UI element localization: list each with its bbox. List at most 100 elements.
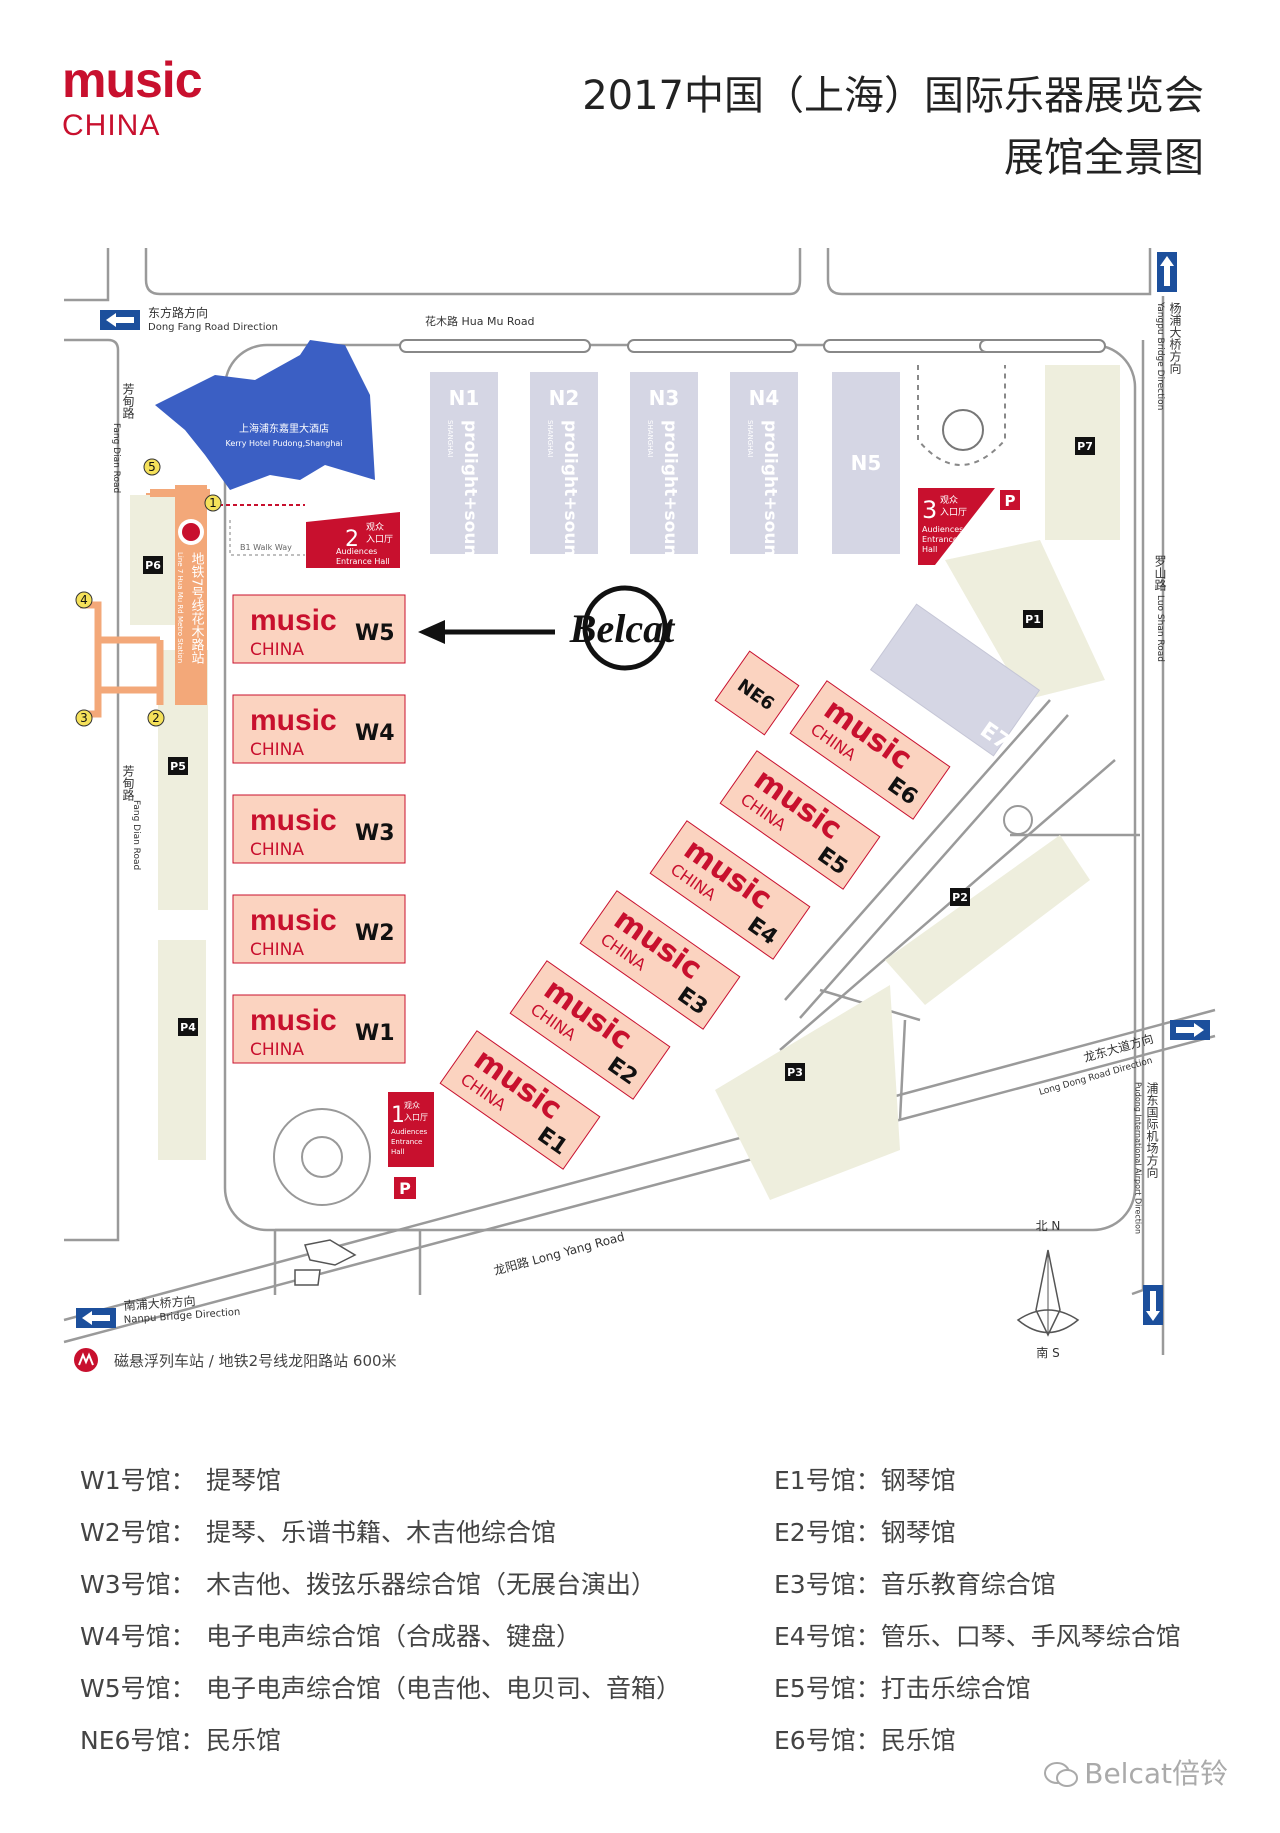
- hall-n3-label: N3: [649, 386, 680, 410]
- road-yangpu-en: Yangpu Bridge Direction: [1155, 301, 1165, 410]
- legend-desc: 提琴馆: [206, 1466, 282, 1495]
- legend-desc: ：民乐馆: [855, 1726, 956, 1755]
- compass-south: 南 S: [1036, 1345, 1059, 1360]
- svg-text:Audiences: Audiences: [336, 547, 377, 556]
- plaza-circle: [942, 409, 984, 451]
- hall-w3-label: W3: [355, 821, 395, 846]
- metro-label-en: Line 7 Hua Mu Rd Metro Station: [176, 552, 184, 663]
- legend-desc: ：打击乐综合馆: [855, 1674, 1031, 1703]
- road-huamu: 花木路 Hua Mu Road: [425, 315, 535, 328]
- legend-hall: E4号馆: [774, 1622, 856, 1651]
- hall-n5-label: N5: [851, 451, 882, 475]
- legend-desc: 民乐馆: [206, 1726, 282, 1755]
- svg-text:5: 5: [148, 460, 156, 474]
- svg-text:观众: 观众: [940, 495, 958, 506]
- legend-row: E2号馆：钢琴馆: [774, 1507, 1181, 1559]
- svg-text:入口厅: 入口厅: [940, 507, 967, 518]
- hall-n1-brand: prolight+sound: [460, 420, 480, 569]
- maglev-text: 磁悬浮列车站 / 地铁2号线龙阳路站 600米: [114, 1352, 397, 1370]
- hall-n3-brand: prolight+sound: [660, 420, 680, 569]
- svg-text:Entrance: Entrance: [391, 1138, 422, 1146]
- metro-station: 地铁7号线花木路站 Line 7 Hua Mu Rd Metro Station: [80, 485, 210, 718]
- svg-text:3: 3: [80, 711, 88, 725]
- road-fangdian-cn-1: 芳甸路: [121, 383, 135, 420]
- title-line2: 展馆全景图: [1004, 135, 1204, 181]
- gate-structure: [294, 1239, 357, 1286]
- hall-n1-label: N1: [449, 386, 480, 410]
- legend-hall: W3号馆：: [80, 1570, 196, 1599]
- legend-row: E5号馆：打击乐综合馆: [774, 1663, 1181, 1715]
- road-dongfang-en: Dong Fang Road Direction: [148, 322, 278, 333]
- hall-w2-china: CHINA: [250, 940, 304, 960]
- road-longyang: 龙阳路 Long Yang Road: [492, 1229, 626, 1278]
- legend-desc: 电子电声综合馆（电吉他、电贝司、音箱）: [206, 1674, 682, 1703]
- road-yangpu-cn: 杨浦大桥方向: [1168, 301, 1182, 374]
- legend-hall: E2号馆: [774, 1518, 856, 1547]
- parking-icons: P P: [394, 490, 1020, 1199]
- road-fangdian-en-2: Fang Dian Road: [131, 800, 141, 870]
- legend-row: E1号馆：钢琴馆: [774, 1455, 1181, 1507]
- svg-text:1: 1: [209, 496, 217, 510]
- svg-text:P5: P5: [170, 760, 186, 773]
- compass-north: 北 N: [1036, 1219, 1061, 1233]
- legend-row: W4号馆： 电子电声综合馆（合成器、键盘）: [80, 1611, 681, 1663]
- compass: 北 N 南 S: [1016, 1219, 1080, 1360]
- legend-hall: NE6号馆：: [80, 1726, 206, 1755]
- legend-desc: 电子电声综合馆（合成器、键盘）: [206, 1622, 582, 1651]
- svg-text:P1: P1: [1025, 613, 1041, 626]
- logo-china: CHINA: [62, 109, 161, 142]
- svg-text:P2: P2: [952, 891, 968, 904]
- hall-w5-label: W5: [355, 621, 395, 646]
- roundabout-outer: [273, 1108, 371, 1206]
- legend-row: W1号馆： 提琴馆: [80, 1455, 681, 1507]
- legend-row: W2号馆：提琴、乐谱书籍、木吉他综合馆: [80, 1507, 681, 1559]
- maglev-note: 磁悬浮列车站 / 地铁2号线龙阳路站 600米: [74, 1348, 397, 1372]
- road-dongfang-cn: 东方路方向: [148, 305, 208, 320]
- legend-hall: W4号馆：: [80, 1622, 196, 1651]
- walkway-2f: 2F Walk Way: [314, 478, 365, 487]
- title-line1: 2017中国（上海）国际乐器展览会: [582, 73, 1204, 119]
- page-title: 2017中国（上海）国际乐器展览会 展馆全景图: [582, 65, 1204, 189]
- legend-desc: ：管乐、口琴、手风琴综合馆: [855, 1622, 1181, 1651]
- svg-text:入口厅: 入口厅: [366, 534, 393, 545]
- svg-text:P4: P4: [180, 1021, 196, 1034]
- hall-n4-sub: SHANGHAI: [746, 420, 754, 457]
- legend-row: E4号馆：管乐、口琴、手风琴综合馆: [774, 1611, 1181, 1663]
- svg-text:观众: 观众: [366, 522, 384, 533]
- legend-hall: W2号馆：: [80, 1518, 196, 1547]
- hall-w5-china: CHINA: [250, 640, 304, 660]
- hall-n5: N5: [832, 372, 900, 554]
- legend-desc: ：钢琴馆: [855, 1518, 956, 1547]
- svg-text:Audiences: Audiences: [391, 1128, 428, 1136]
- svg-text:P6: P6: [145, 559, 161, 572]
- hotel-label-en: Kerry Hotel Pudong,Shanghai: [225, 439, 342, 448]
- legend-hall: E6号馆: [774, 1726, 856, 1755]
- svg-text:Audiences: Audiences: [922, 525, 963, 534]
- legend-row: W3号馆：木吉他、拨弦乐器综合馆（无展台演出）: [80, 1559, 681, 1611]
- hotel-label-cn: 上海浦东嘉里大酒店: [239, 422, 329, 435]
- parking-icon-top: P: [1005, 492, 1016, 510]
- hall-w4-label: W4: [355, 721, 395, 746]
- legend-row: W5号馆：电子电声综合馆（电吉他、电贝司、音箱）: [80, 1663, 681, 1715]
- svg-text:Hall: Hall: [391, 1148, 404, 1156]
- watermark-text: Belcat倍铃: [1084, 1757, 1228, 1790]
- b1-path: [229, 520, 305, 556]
- road-luoshan-en: Luo Shan Road: [1155, 595, 1165, 662]
- legend-hall: W1号馆：: [80, 1466, 196, 1495]
- hall-w2-music: music: [250, 904, 337, 937]
- road-pudong-en: Pudong International Airport Direction: [1134, 1082, 1143, 1234]
- road-fangdian-cn-2: 芳甸路: [121, 765, 135, 802]
- roundabout-inner: [301, 1136, 343, 1178]
- hall-n2-label: N2: [549, 386, 580, 410]
- svg-text:Entrance: Entrance: [922, 535, 958, 544]
